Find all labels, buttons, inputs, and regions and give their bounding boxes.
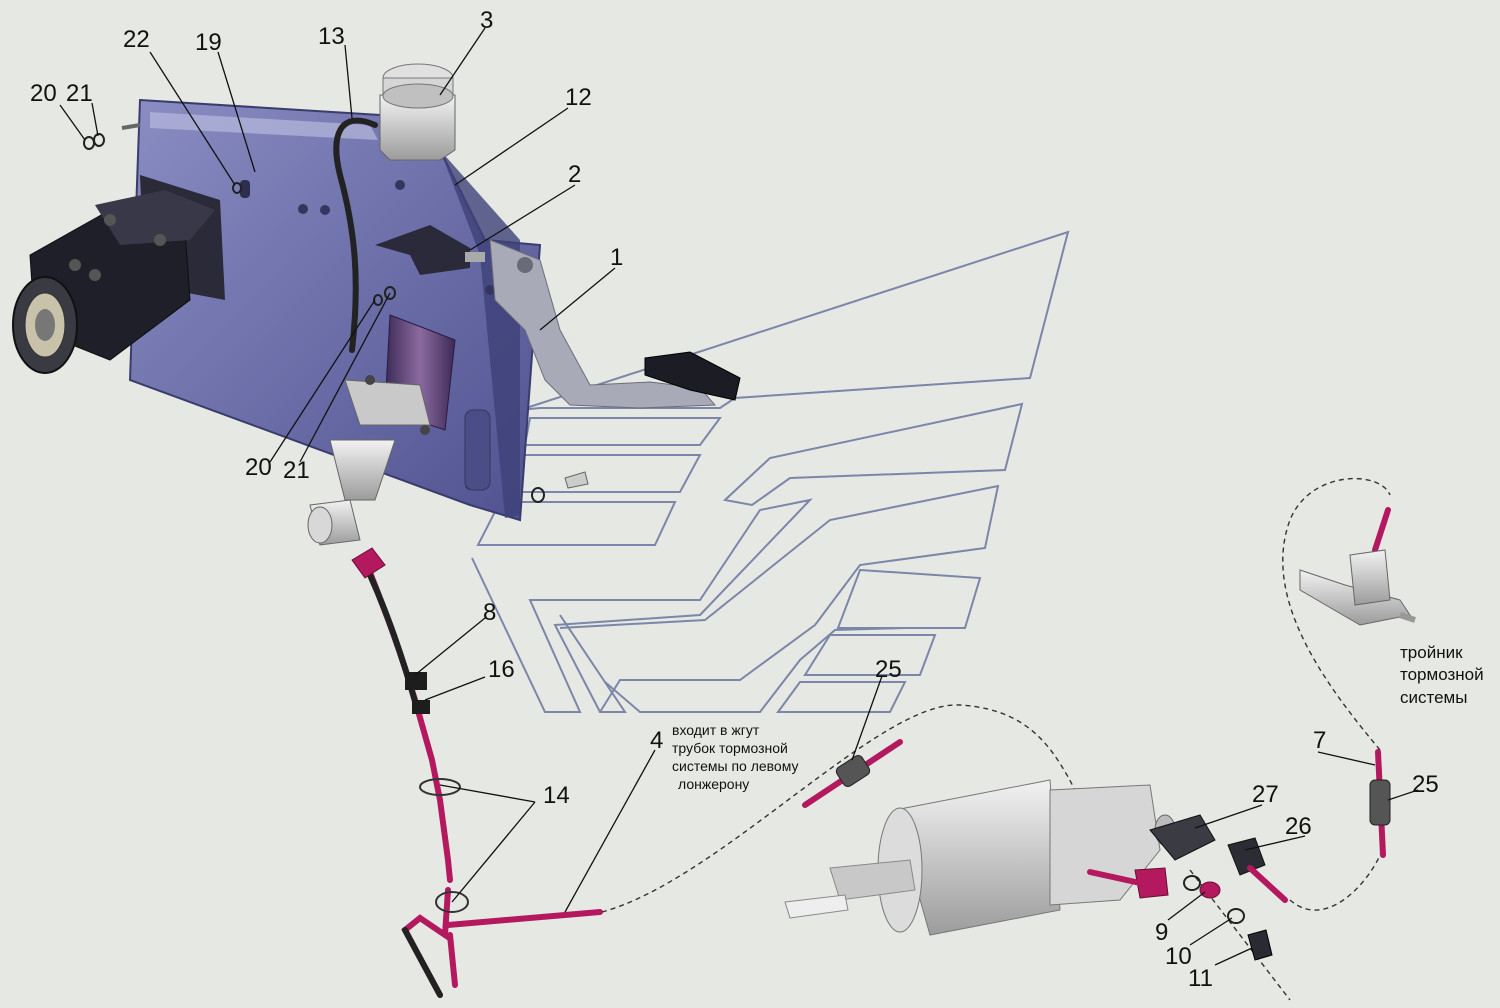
callout-labels: 1 2 3 4 7 8 9 10 11 12 13 14 16 19 20 21…: [30, 7, 1439, 992]
callout-22: 22: [123, 26, 150, 53]
brake-tee-fitting: [1299, 507, 1416, 626]
tee-hose-segment: [1369, 749, 1391, 858]
harness-note-line-1: входит в жгут: [672, 722, 760, 738]
tee-note-line-3: системы: [1400, 688, 1467, 707]
pneumohydraulic-booster: [784, 779, 1176, 936]
callout-10: 10: [1165, 943, 1192, 970]
callout-2: 2: [568, 161, 581, 188]
tee-note: тройник тормозной системы: [1400, 643, 1484, 707]
callout-7: 7: [1313, 727, 1326, 754]
callout-25-middle: 25: [875, 656, 902, 683]
tee-continuation: [1282, 477, 1391, 911]
callout-1: 1: [610, 244, 623, 271]
callout-25-right: 25: [1412, 771, 1439, 798]
callout-21-bottom: 21: [283, 457, 310, 484]
callout-4: 4: [650, 727, 663, 754]
tee-note-line-1: тройник: [1400, 643, 1463, 662]
fluid-reservoir: [379, 63, 456, 161]
pedal-bracket: [375, 225, 485, 275]
callout-13: 13: [318, 23, 345, 50]
callout-12: 12: [565, 84, 592, 111]
callout-21-top: 21: [66, 80, 93, 107]
reservoir-hose: [333, 117, 378, 353]
maz-logo-outline: [471, 230, 1070, 713]
callout-26: 26: [1285, 813, 1312, 840]
washers-and-pins: [83, 123, 589, 503]
callout-27: 27: [1252, 781, 1279, 808]
callout-14: 14: [543, 782, 570, 809]
harness-note-line-4: лонжерону: [678, 776, 749, 792]
pipe-continuation: [601, 704, 1091, 913]
leader-lines: [59, 27, 1419, 966]
callout-16: 16: [488, 656, 515, 683]
callout-19: 19: [195, 29, 222, 56]
clutch-pipe-4: [351, 547, 603, 998]
callout-11: 11: [1188, 965, 1213, 992]
clutch-booster-unit: [12, 175, 225, 374]
callout-20-top: 20: [30, 80, 57, 107]
clutch-pedal: [489, 239, 741, 409]
callout-8: 8: [483, 599, 496, 626]
harness-note-line-2: трубок тормозной: [672, 740, 788, 756]
callout-3: 3: [480, 7, 493, 34]
spring-hose-segment: [802, 739, 903, 808]
tee-note-line-2: тормозной: [1400, 665, 1484, 684]
callout-9: 9: [1155, 919, 1168, 946]
clutch-master-cylinder: [307, 314, 456, 546]
harness-note: входит в жгут трубок тормозной системы п…: [672, 722, 799, 792]
harness-note-line-3: системы по левому: [672, 758, 799, 774]
callout-20-bottom: 20: [245, 454, 272, 481]
